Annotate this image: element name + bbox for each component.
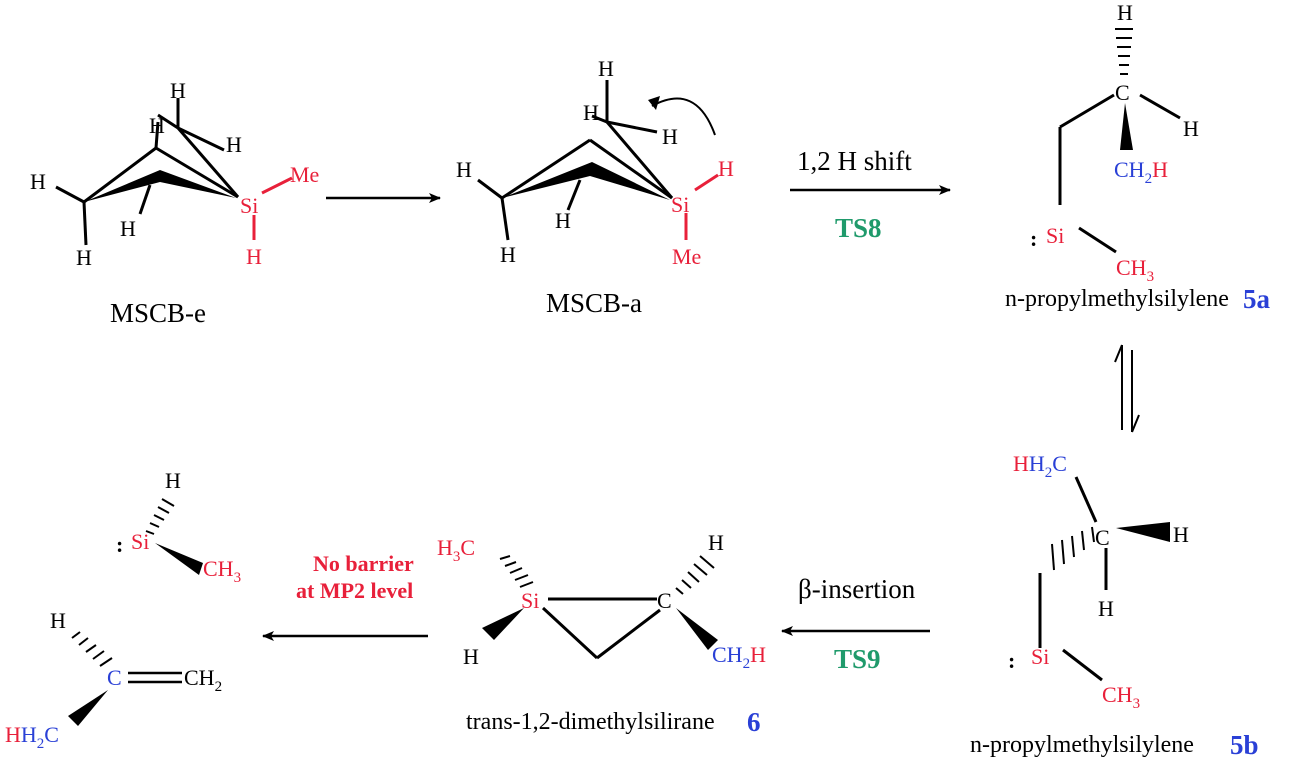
prod-ch3-ch: CH [203,556,234,581]
s6-structure: H3C Si H C H CH2H [437,530,766,672]
mscb-e-h5: H [120,216,136,241]
prod-hh2c-sub: 2 [37,736,45,752]
prod-ch3-sub: 3 [234,570,242,586]
s6-c: C [657,588,672,613]
prod-ch2-sub: 2 [215,679,223,695]
step3-line1: No barrier [313,551,414,576]
mscb-a-h1: H [598,56,614,81]
mscb-e-h6: H [76,245,92,270]
s5b-ch3-sub: 3 [1133,696,1141,712]
step1-ts: TS8 [835,213,882,243]
mscb-a-me: Me [672,244,701,269]
mscb-a-h3: H [662,124,678,149]
s5a-number: 5a [1243,284,1271,314]
mscb-a-h7: H [718,156,734,181]
step2-label: β-insertion [798,574,916,604]
mscb-a-h2: H [583,100,599,125]
mscb-a-si: Si [671,192,689,217]
mscb-e-h7: H [246,244,262,269]
mscb-a-h4: H [456,157,472,182]
s5a-ch-h: H [1152,157,1168,182]
s5b-si: Si [1031,644,1049,669]
s5a-ch3-ch: CH [1116,255,1147,280]
s6-h3c: H3C [437,535,475,565]
s6-h3c-h: H [437,535,453,560]
equilibrium-arrows [1114,344,1140,433]
prod-si: Si [131,529,149,554]
prod-lone-pair: : [116,532,123,557]
silylene-product: H : Si CH3 [116,468,241,586]
step2-ts: TS9 [834,644,881,674]
prod-h-top: H [165,468,181,493]
s5a-c: C [1115,80,1130,105]
prod-c: C [107,665,122,690]
s5b-label: n-propylmethylsilylene [970,732,1194,758]
s5a-ch: CH [1114,157,1145,182]
s5a-si: Si [1046,223,1064,248]
prod-hh2c-h2: H [21,722,37,747]
s5a-h-right: H [1183,116,1199,141]
s6-h3c-c: C [460,535,475,560]
prod-hh2c-c: C [44,722,59,747]
s6-h-right: H [708,530,724,555]
mscb-e-h2: H [149,113,165,138]
s5b-lone-pair: : [1008,648,1015,673]
s6-si: Si [521,588,539,613]
s5b-hh2c-sub: 2 [1045,465,1053,481]
step1-label: 1,2 H shift [797,146,912,176]
s5b-ch3: CH3 [1102,682,1140,712]
s6-h3c-sub: 3 [453,549,461,565]
prod-h-left: H [50,608,66,633]
s6-ch-sub: 2 [743,656,751,672]
mscb-e-me: Me [290,162,319,187]
s5b-c: C [1095,525,1110,550]
s6-number: 6 [747,707,761,737]
s5b-number: 5b [1230,730,1259,760]
s6-ch: CH [712,642,743,667]
prod-ch2: CH2 [184,665,222,695]
s6-h-left: H [463,644,479,669]
mscb-e-structure: H H H H H H Si Me H [30,78,319,270]
mscb-e-h3: H [226,132,242,157]
mscb-e-h4: H [30,169,46,194]
s5a-h-top: H [1117,0,1133,25]
s5a-ch3-sub: 3 [1147,269,1155,285]
s5b-structure: HH2C C H H : Si CH3 [1008,451,1189,712]
step3-line2: at MP2 level [296,578,413,603]
propene-product: H C CH2 HH2C [5,608,222,752]
s6-ch-h: H [750,642,766,667]
mscb-a-label: MSCB-a [546,288,642,318]
mscb-a-h5: H [555,208,571,233]
mscb-e-label: MSCB-e [110,298,206,328]
s5a-label: n-propylmethylsilylene [1005,286,1229,312]
prod-ch3: CH3 [203,556,241,586]
s5a-structure: H C H CH2H : Si CH3 [1030,0,1199,285]
mscb-a-structure: H H H H H H Si H Me [456,56,734,269]
s5a-ch-sub: 2 [1145,171,1153,187]
prod-hh2c: HH2C [5,722,59,752]
s6-label: trans-1,2-dimethylsilirane [466,709,715,735]
mscb-a-h6: H [500,242,516,267]
s5b-hh2c-c: C [1052,451,1067,476]
s5b-hh2c-h2: H [1029,451,1045,476]
prod-hh2c-h: H [5,722,21,747]
s5a-ch3: CH3 [1116,255,1154,285]
s5b-hh2c-h: H [1013,451,1029,476]
mscb-e-si: Si [240,193,258,218]
s6-ch2h: CH2H [712,642,766,672]
prod-ch2-ch: CH [184,665,215,690]
s5b-ch3-ch: CH [1102,682,1133,707]
s5b-h-right: H [1173,522,1189,547]
mscb-e-h1: H [170,78,186,103]
s5a-ch2h: CH2H [1114,157,1168,187]
s5a-lone-pair: : [1030,226,1037,251]
s5b-h-bottom: H [1098,596,1114,621]
s5b-hh2c: HH2C [1013,451,1067,481]
